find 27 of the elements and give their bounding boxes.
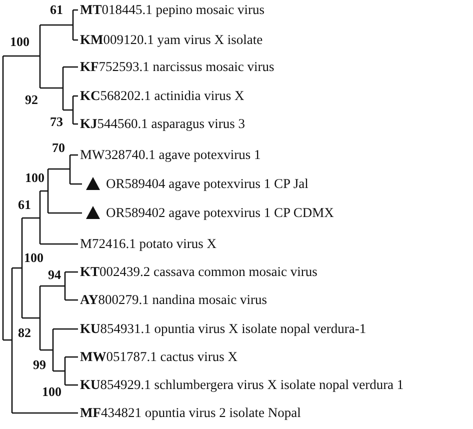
bootstrap-value: 100 (24, 250, 44, 266)
taxon-label: KM009120.1 yam virus X isolate (80, 32, 263, 48)
bootstrap-value: 100 (25, 170, 44, 186)
taxon-label: M72416.1 potato virus X (80, 236, 216, 252)
taxon-label: MF434821 opuntia virus 2 isolate Nopal (80, 405, 301, 421)
bootstrap-value: 92 (25, 92, 38, 108)
bootstrap-value: 70 (52, 140, 65, 156)
taxon-label: KF752593.1 narcissus mosaic virus (80, 59, 274, 75)
taxon-label: MW051787.1 cactus virus X (80, 349, 238, 365)
taxon-label: KJ544560.1 asparagus virus 3 (80, 116, 245, 132)
taxon-label: KU854931.1 opuntia virus X isolate nopal verdura-1 (80, 321, 366, 337)
bootstrap-value: 94 (48, 267, 61, 283)
bootstrap-value: 82 (18, 325, 31, 341)
bootstrap-value: 61 (50, 2, 63, 18)
taxon-label: OR589402 agave potexvirus 1 CP CDMX (106, 205, 334, 221)
bootstrap-value: 100 (42, 384, 62, 400)
taxon-label: KC568202.1 actinidia virus X (80, 88, 244, 104)
taxon-label: MW328740.1 agave potexvirus 1 (80, 147, 261, 163)
bootstrap-value: 100 (10, 34, 30, 50)
taxon-label: OR589404 agave potexvirus 1 CP Jal (106, 176, 308, 192)
taxon-label: KT002439.2 cassava common mosaic virus (80, 264, 318, 280)
bootstrap-value: 61 (18, 197, 31, 213)
taxon-label: MT018445.1 pepino mosaic virus (80, 2, 264, 18)
bootstrap-value: 99 (33, 357, 46, 373)
taxon-label: AY800279.1 nandina mosaic virus (80, 292, 267, 308)
taxon-label: KU854929.1 schlumbergera virus X isolate nopal verdura 1 (80, 377, 404, 393)
bootstrap-value: 73 (50, 114, 63, 130)
